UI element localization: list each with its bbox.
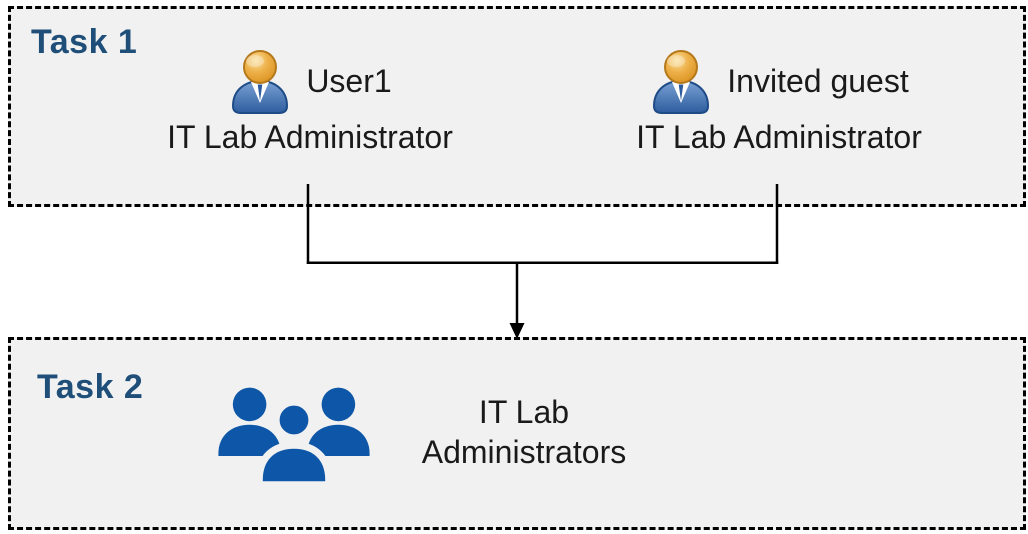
task2-label: Task 2 (37, 368, 144, 406)
task1-panel: Task 1 (8, 6, 1026, 207)
persona-user1-row: User1 (228, 48, 392, 114)
persona-role: IT Lab Administrator (636, 119, 922, 155)
single-user-icon (649, 48, 713, 114)
persona-role: IT Lab Administrator (167, 119, 453, 155)
task1-label: Task 1 (31, 23, 138, 61)
persona-invited-guest-row: Invited guest (649, 48, 909, 114)
persona-invited-guest: Invited guest IT Lab Administrator (559, 48, 999, 156)
people-group-icon (216, 384, 372, 492)
task2-panel: Task 2 (8, 337, 1026, 530)
persona-user1: User1 IT Lab Administrator (90, 48, 530, 156)
single-user-icon (228, 48, 292, 114)
group-name: IT Lab Administrators (421, 394, 627, 470)
persona-name: Invited guest (727, 63, 909, 99)
persona-name: User1 (306, 63, 392, 99)
